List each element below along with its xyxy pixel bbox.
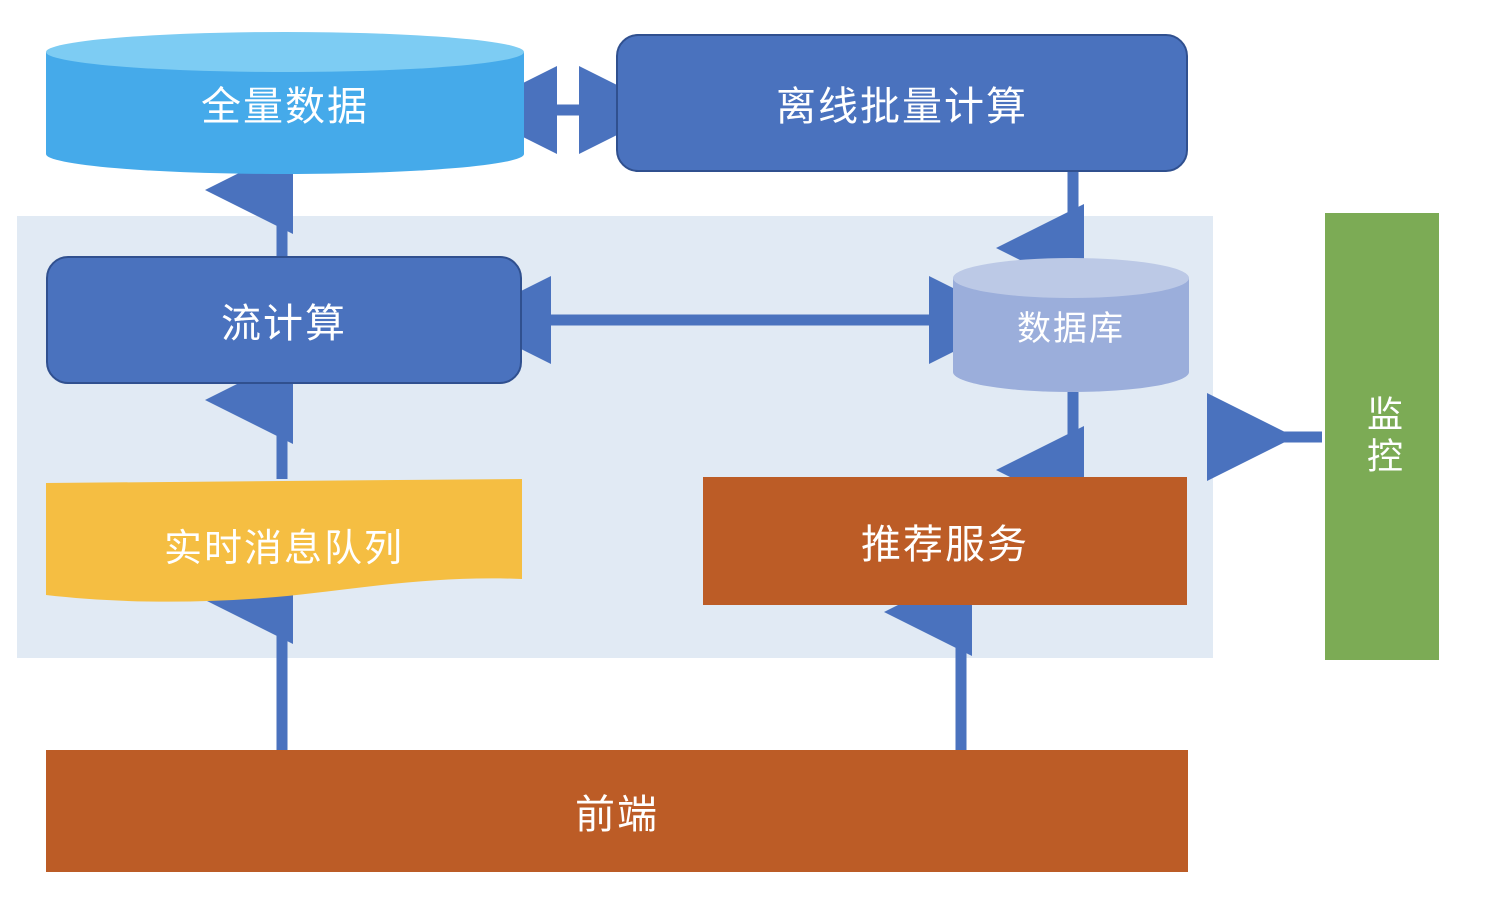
cylinder-top-ellipse: [46, 32, 524, 72]
node-frontend[interactable]: 前端: [46, 750, 1188, 872]
node-database[interactable]: 数据库: [953, 258, 1189, 392]
node-label-recommend-service: 推荐服务: [861, 523, 1029, 567]
node-label-offline-batch: 离线批量计算: [776, 85, 1028, 129]
node-message-queue[interactable]: 实时消息队列: [46, 479, 522, 609]
wave-shape: [46, 479, 522, 602]
node-label-frontend: 前端: [575, 793, 659, 837]
node-monitoring[interactable]: 监控: [1325, 213, 1439, 660]
node-recommend-service[interactable]: 推荐服务: [703, 477, 1187, 605]
node-label-monitoring: 监控: [1362, 394, 1403, 479]
cylinder-top-ellipse: [953, 258, 1189, 298]
node-offline-batch[interactable]: 离线批量计算: [616, 34, 1188, 172]
node-label-stream-compute: 流计算: [221, 302, 347, 346]
node-stream-compute[interactable]: 流计算: [46, 256, 522, 384]
node-full-data[interactable]: 全量数据: [46, 32, 524, 174]
